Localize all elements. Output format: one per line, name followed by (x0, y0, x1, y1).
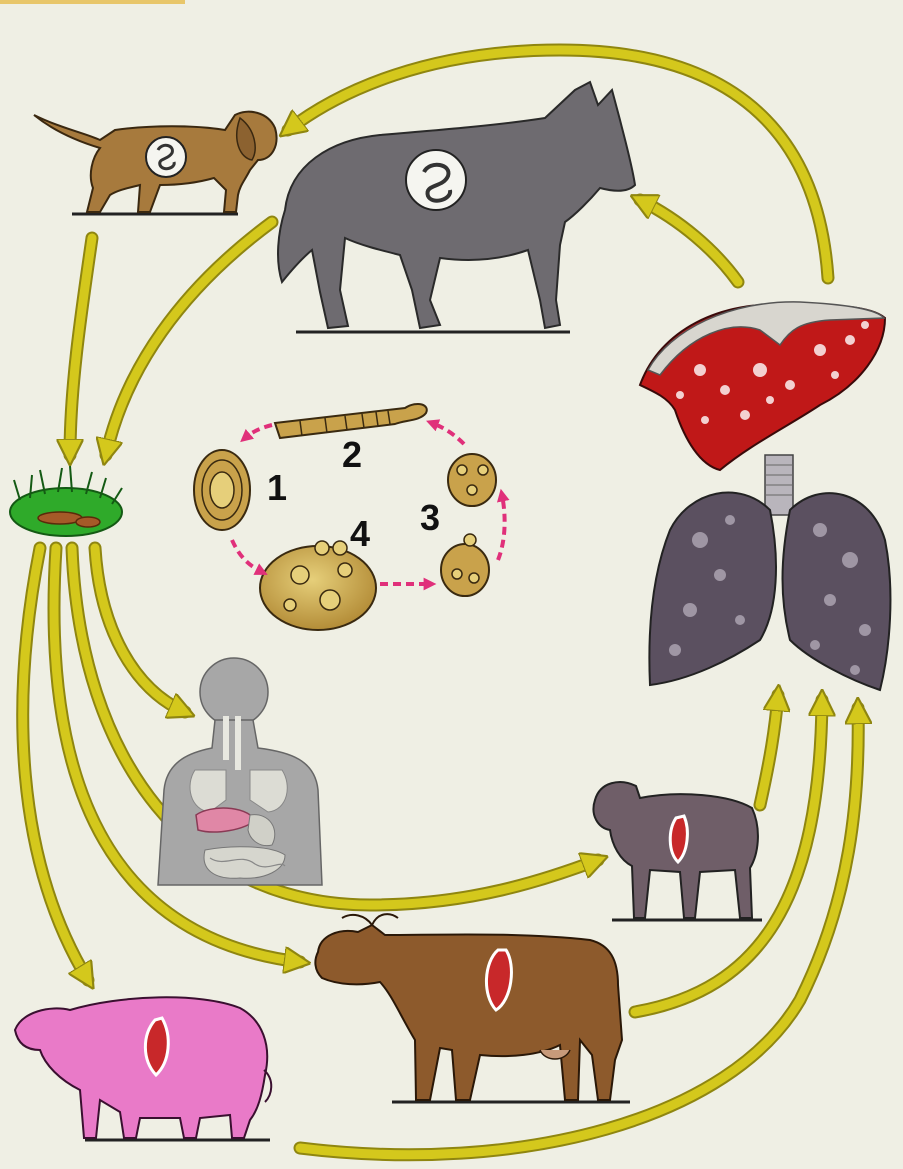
cycle-diagram: 1 2 3 4 (194, 404, 505, 630)
arrow-tapeworm-to-egg (245, 425, 272, 438)
scolex-icon (441, 454, 496, 596)
lungs-icon (649, 455, 890, 690)
cow-icon (315, 914, 630, 1102)
top-corner-strip (0, 0, 185, 4)
egg-icon (194, 450, 250, 530)
human-body-icon (158, 658, 322, 885)
arrow-grass-to-human (95, 548, 185, 712)
stage-label-3: 3 (420, 497, 440, 538)
arrow-dog-to-grass (70, 238, 92, 455)
grass-patch-icon (10, 466, 122, 536)
hydatid-cyst-icon (260, 541, 376, 630)
sheep-icon (593, 782, 762, 920)
arrow-sheep-to-lungs (760, 695, 778, 805)
arrow-liver-to-wolf (640, 200, 738, 282)
pig-icon (15, 997, 271, 1140)
arrow-wolf-to-grass (106, 222, 272, 455)
stage-label-1: 1 (267, 467, 287, 508)
tapeworm-icon (275, 404, 427, 438)
arrow-scolex-up (498, 495, 505, 560)
stage-label-4: 4 (350, 513, 370, 554)
arrow-egg-to-cyst (232, 540, 262, 572)
liver-icon (640, 302, 885, 470)
wolf-icon (278, 82, 635, 332)
stage-label-2: 2 (342, 434, 362, 475)
dog-icon (34, 112, 276, 214)
arrow-scolex-to-tapeworm (432, 423, 464, 444)
